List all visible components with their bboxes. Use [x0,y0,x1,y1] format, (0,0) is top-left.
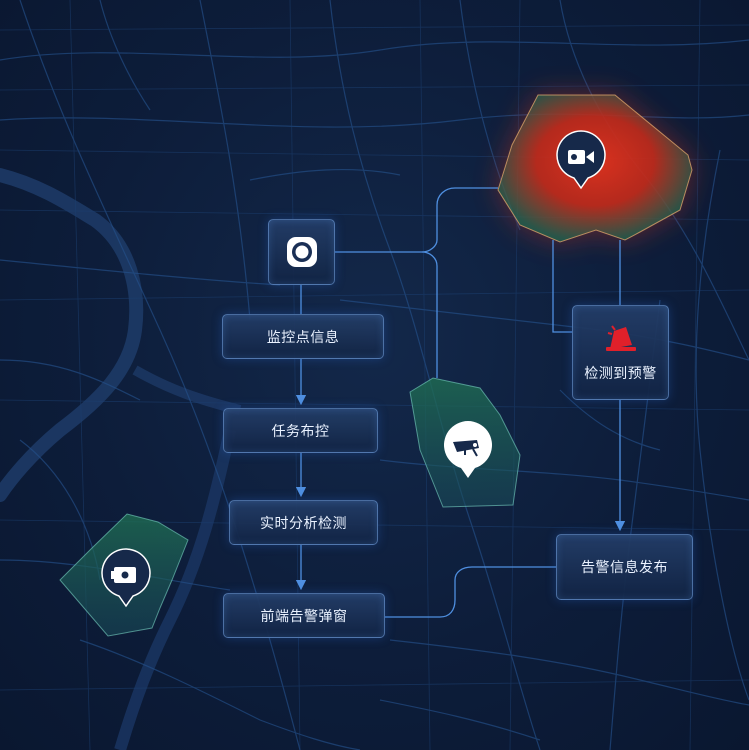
step-monitor-info-label: 监控点信息 [266,329,340,346]
step-detect-warn-label: 检测到预警 [584,365,657,382]
river [0,168,144,502]
monitor-source-tile[interactable] [268,219,335,285]
step-alert-publish[interactable]: 告警信息发布 [556,534,693,600]
cctv-camera-icon[interactable] [443,420,493,480]
cctv-camera-icon[interactable] [101,548,151,608]
step-realtime-detect[interactable]: 实时分析检测 [229,500,378,545]
step-monitor-info[interactable]: 监控点信息 [222,314,384,359]
video-camera-icon[interactable] [556,130,606,190]
river-branch [132,365,242,415]
step-task-deploy-label: 任务布控 [271,423,330,440]
step-detect-warn[interactable]: 检测到预警 [572,305,669,400]
step-frontend-alert-label: 前端告警弹窗 [260,608,348,625]
river-lower [114,428,236,750]
step-realtime-detect-label: 实时分析检测 [260,515,347,532]
connectors [295,187,626,618]
step-alert-publish-label: 告警信息发布 [581,560,668,576]
step-frontend-alert[interactable]: 前端告警弹窗 [223,593,385,638]
camera-lens-icon [286,237,317,267]
step-task-deploy[interactable]: 任务布控 [223,408,378,453]
alarm-light-icon [605,324,636,351]
